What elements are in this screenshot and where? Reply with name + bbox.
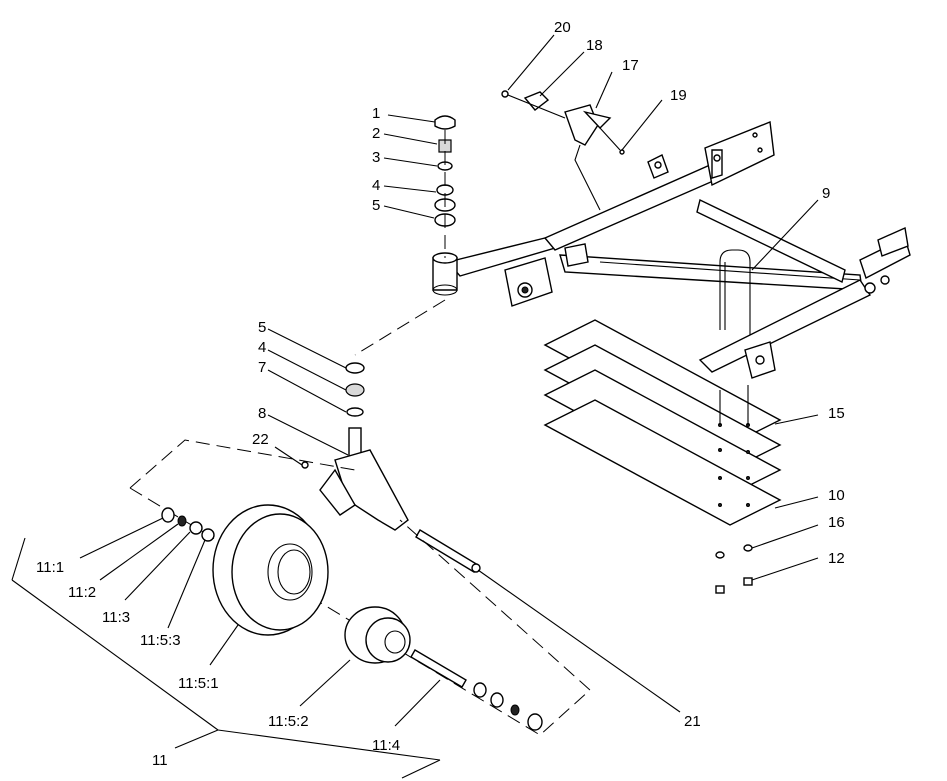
- callout-4-upper: 4: [372, 177, 380, 194]
- callout-11-1: 11:1: [36, 559, 64, 576]
- callout-5-lower: 5: [258, 319, 266, 336]
- callout-11-2: 11:2: [68, 584, 96, 601]
- weight-plates: [543, 319, 782, 594]
- callout-10: 10: [828, 487, 845, 504]
- callout-9: 9: [822, 185, 830, 202]
- callout-17: 17: [622, 57, 639, 74]
- callout-11-5-2: 11:5:2: [268, 713, 309, 730]
- callout-11-5-3: 11:5:3: [140, 632, 181, 649]
- u-bolt: [719, 249, 751, 335]
- callout-11: 11: [152, 752, 168, 769]
- callout-5-upper: 5: [372, 197, 380, 214]
- wheel-assembly: [129, 439, 591, 736]
- callout-4-lower: 4: [258, 339, 266, 356]
- callout-7: 7: [258, 359, 266, 376]
- callout-16: 16: [828, 514, 845, 531]
- callout-12: 12: [828, 550, 845, 567]
- callout-19: 19: [670, 87, 687, 104]
- callout-labels: 1 2 3 4 5 5 4 7 8 22 20 18 17 19 9 15 10…: [36, 19, 845, 769]
- callout-3: 3: [372, 149, 380, 166]
- upper-bearing-stack: [434, 115, 456, 258]
- main-frame: [432, 121, 911, 429]
- callout-18: 18: [586, 37, 603, 54]
- callout-2: 2: [372, 125, 380, 142]
- callout-21: 21: [684, 713, 701, 730]
- callout-1: 1: [372, 105, 380, 122]
- axle: [415, 529, 481, 573]
- callout-11-5-1: 11:5:1: [178, 675, 219, 692]
- callout-11-4: 11:4: [372, 737, 400, 754]
- callout-8: 8: [258, 405, 266, 422]
- lower-bearing-stack: [301, 299, 446, 531]
- callout-20: 20: [554, 19, 571, 36]
- callout-22: 22: [252, 431, 269, 448]
- upper-bracket-assembly: [501, 90, 625, 211]
- leader-lines: [11, 34, 819, 779]
- callout-15: 15: [828, 405, 845, 422]
- callout-11-3: 11:3: [102, 609, 130, 626]
